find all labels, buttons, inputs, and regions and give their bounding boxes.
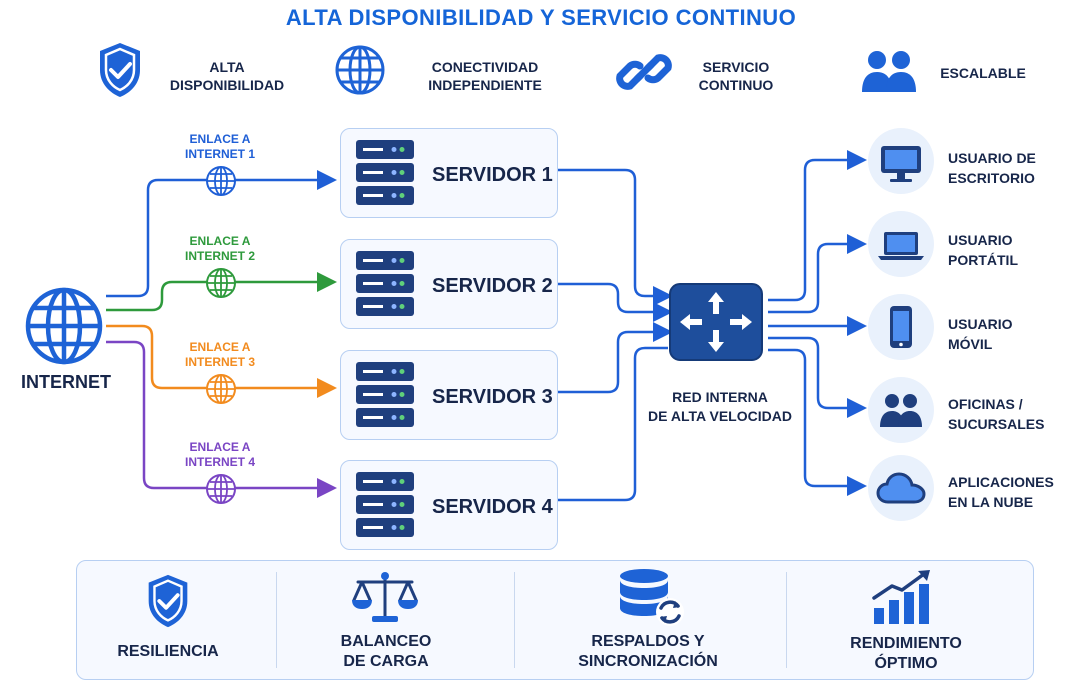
feature-label-alta-disponibilidad: ALTA DISPONIBILIDAD [169,59,285,93]
router-label: RED INTERNA DE ALTA VELOCIDAD [648,389,792,424]
link-label-3: ENLACE A INTERNET 3 [184,340,255,369]
server-3-to-router-line [558,322,673,394]
dest-offices-circle [868,377,934,443]
laptop-icon [878,232,924,260]
link-line-2 [106,272,337,312]
desktop-monitor-icon [881,146,921,182]
server-1-label: SERVIDOR 1 [432,164,553,186]
page-title: ALTA DISPONIBILIDAD Y SERVICIO CONTINUO [285,5,797,30]
internet-globe-icon [25,287,103,365]
link-3-globe-icon [206,374,236,404]
dest-label-offices: OFICINAS / SUCURSALES [948,396,1045,432]
feature-globe-icon [335,45,385,95]
server-4-to-router-line [558,346,668,502]
feature-shield-icon [100,43,140,97]
link-label-2: ENLACE A INTERNET 2 [184,234,255,263]
benefit-label-balanceo: BALANCEO DE CARGA [340,633,432,670]
feature-users-icon [862,51,916,92]
link-line-1 [106,170,337,298]
server-1-to-router-line [558,168,673,306]
dest-label-desktop: USUARIO DE ESCRITORIO [948,150,1036,186]
link-line-4 [106,340,337,498]
link-label-4: ENLACE A INTERNET 4 [184,440,255,469]
server-2-rack-icon [356,251,414,316]
server-3-label: SERVIDOR 3 [432,386,553,408]
smartphone-icon [890,306,912,348]
internet-label: INTERNET [21,372,111,392]
balance-scale-icon [352,572,418,622]
dest-label-laptop: USUARIO PORTÁTIL [948,232,1018,268]
server-1-rack-icon [356,140,414,205]
server-2-label: SERVIDOR 2 [432,275,553,297]
router-to-laptop-line [768,234,867,314]
benefits-divider [786,572,787,668]
benefits-divider [276,572,277,668]
router-to-offices-line [768,336,867,418]
dest-label-cloud: APLICACIONES EN LA NUBE [948,474,1054,510]
offices-users-icon [880,394,922,427]
benefit-label-resiliencia: RESILIENCIA [117,643,219,660]
server-2-to-router-line [558,282,673,322]
link-4-globe-icon [206,474,236,504]
growth-chart-icon [872,570,930,624]
dest-label-mobile: USUARIO MÓVIL [948,316,1013,352]
resiliencia-shield-icon [148,574,188,628]
server-4-label: SERVIDOR 4 [432,496,553,518]
router-to-cloud-line [768,348,867,496]
link-1-globe-icon [206,166,236,196]
feature-label-servicio-continuo: SERVICIO CONTINUO [698,59,774,93]
feature-chain-link-icon [616,54,672,90]
router-arrows-icon [669,283,763,361]
link-2-globe-icon [206,268,236,298]
cloud-icon [876,472,926,504]
server-4-rack-icon [356,472,414,537]
link-line-3 [106,324,337,398]
benefits-divider [514,572,515,668]
router-to-desktop-line [768,150,867,302]
feature-label-conectividad: CONECTIVIDAD INDEPENDIENTE [428,59,542,93]
benefit-label-rendimiento: RENDIMIENTO ÓPTIMO [850,635,962,672]
benefit-label-respaldos: RESPALDOS Y SINCRONIZACIÓN [578,633,718,670]
database-sync-icon [620,569,684,626]
feature-label-escalable: ESCALABLE [940,65,1026,81]
link-label-1: ENLACE A INTERNET 1 [184,132,255,161]
server-3-rack-icon [356,362,414,427]
